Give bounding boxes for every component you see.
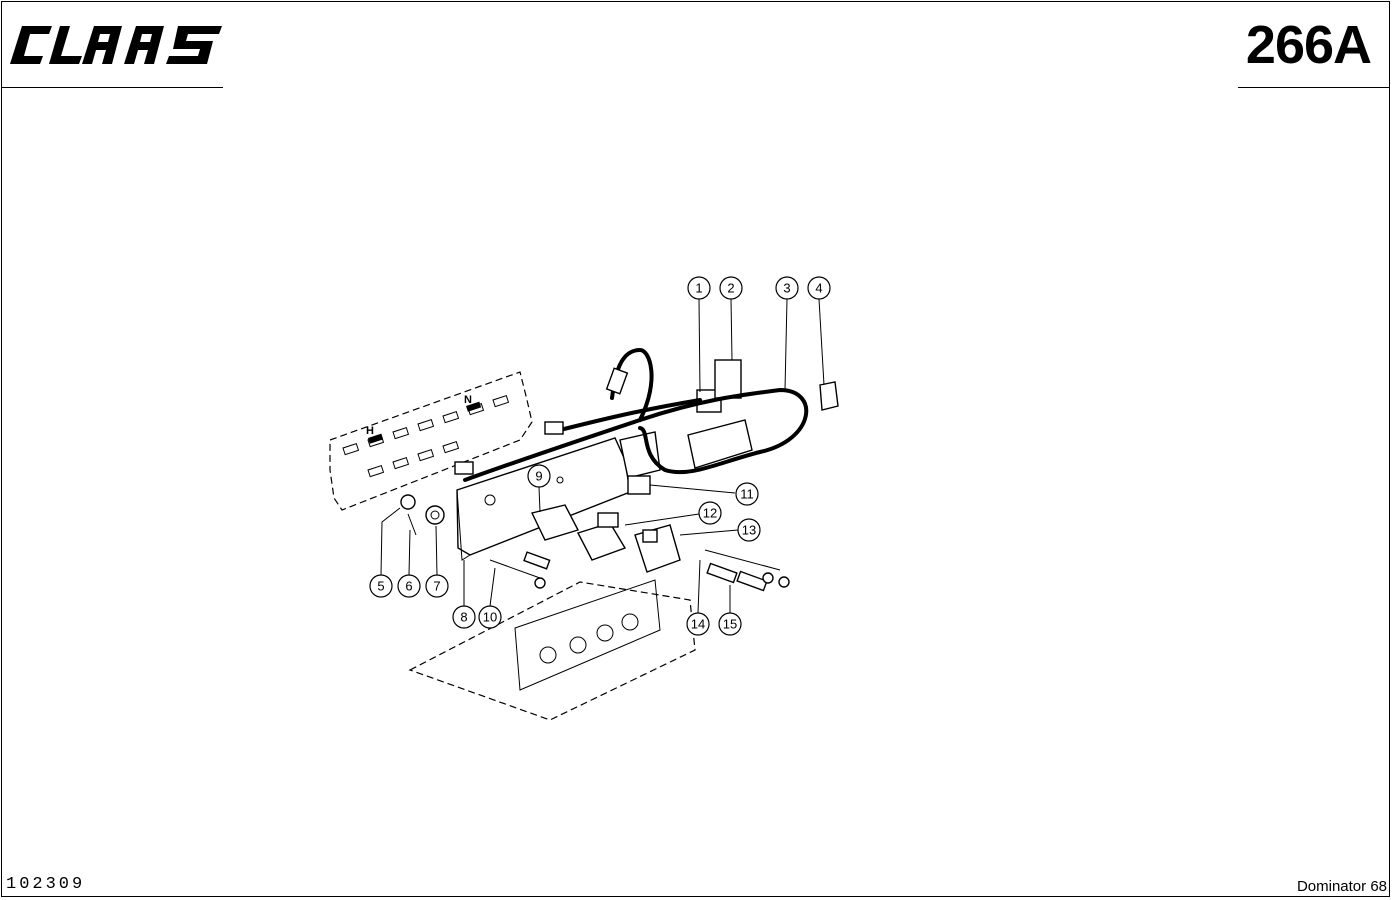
document-id: 102309: [6, 875, 86, 894]
svg-text:9: 9: [535, 469, 542, 484]
leader-lines: [380, 298, 825, 614]
claas-logo: [10, 26, 222, 64]
callout-10: 10: [478, 605, 502, 629]
sheet-number: 266A: [1245, 15, 1372, 75]
bolts-spacers: [489, 549, 790, 592]
svg-text:1: 1: [695, 281, 702, 296]
callout-4: 4: [807, 276, 831, 300]
svg-text:3: 3: [783, 281, 790, 296]
svg-text:5: 5: [377, 579, 384, 594]
callout-9: 9: [527, 464, 551, 488]
callout-12: 12: [698, 501, 722, 525]
fasteners-left: [400, 494, 445, 536]
svg-text:7: 7: [433, 579, 440, 594]
lower-tray: [408, 579, 696, 721]
callout-15: 15: [718, 612, 742, 636]
svg-text:4: 4: [815, 281, 822, 296]
svg-text:13: 13: [742, 523, 756, 538]
sheet-number-underline: [1238, 87, 1390, 88]
callout-3: 3: [775, 276, 799, 300]
svg-text:8: 8: [460, 610, 467, 625]
svg-text:2: 2: [727, 281, 734, 296]
callout-1: 1: [687, 276, 711, 300]
callout-2: 2: [719, 276, 743, 300]
callout-11: 11: [735, 482, 759, 506]
svg-text:10: 10: [483, 610, 497, 625]
relay-group: [530, 504, 681, 573]
upper-panel: H N: [329, 371, 533, 511]
callout-8: 8: [452, 605, 476, 629]
callout-13: 13: [737, 518, 761, 542]
callout-5: 5: [369, 574, 393, 598]
cable-harness: [454, 347, 809, 482]
callout-6: 6: [397, 574, 421, 598]
upper-relays: [619, 359, 839, 495]
callout-7: 7: [425, 574, 449, 598]
panel-mark-n: N: [464, 394, 472, 406]
logo-underline: [2, 87, 223, 88]
machine-model: Dominator 68: [1296, 878, 1387, 895]
svg-text:11: 11: [740, 487, 754, 502]
svg-text:14: 14: [691, 617, 705, 632]
panel-mark-h: H: [366, 425, 374, 437]
svg-text:12: 12: [703, 506, 717, 521]
callout-14: 14: [686, 612, 710, 636]
svg-text:15: 15: [723, 617, 737, 632]
svg-text:6: 6: [405, 579, 412, 594]
